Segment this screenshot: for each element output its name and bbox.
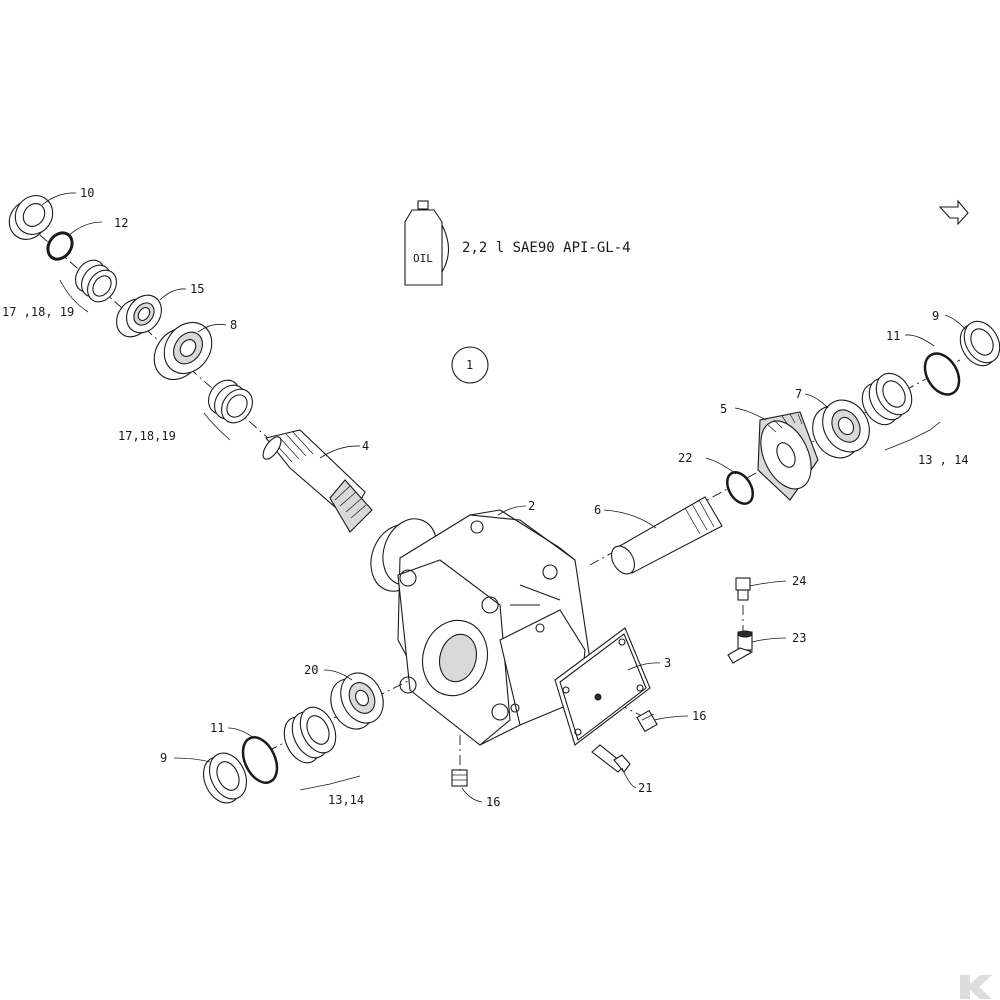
group-marker-label: 1 [466,358,473,372]
bolt-part-21 [591,744,631,773]
bearing-part-7 [812,399,870,459]
snap-ring-part-12 [46,231,74,261]
cover-plate-part-3 [554,627,651,746]
shim-set-part-13-right [861,372,913,426]
callout-11-right: 11 [886,329,900,343]
callout-17-18-19-top: 17 ,18, 19 [2,305,74,319]
oil-can-label: OIL [413,252,433,265]
callout-16-right: 16 [692,709,706,723]
callout-2: 2 [528,499,535,513]
callout-17-18-19-mid: 17,18,19 [118,429,176,443]
callout-6: 6 [594,503,601,517]
output-shaft-part-6 [610,496,723,575]
callout-20: 20 [304,663,318,677]
seal-ring-part-10 [8,195,54,240]
k-logo-icon [960,975,992,999]
shim-set-part-13-left [283,706,337,764]
bevel-gear-part-5 [757,411,819,501]
snap-ring-part-11-left [241,736,279,784]
callout-13-14-left: 13,14 [328,793,364,807]
bearing-part-8 [153,321,213,381]
plug-part-16-bottom [451,769,468,787]
callout-8: 8 [230,318,237,332]
callout-7: 7 [795,387,802,401]
bearing-part-15 [116,294,162,338]
gearbox-housing-part-2 [370,509,591,746]
callout-15: 15 [190,282,204,296]
shim-set-part-17b [208,379,253,424]
seal-ring-part-9-right [959,320,1000,367]
callout-13-14-right: 13 , 14 [918,453,969,467]
callout-12: 12 [114,216,128,230]
callout-11-left: 11 [210,721,224,735]
callout-labels: 10 12 17 ,18, 19 15 8 17,18,19 4 2 9 11 … [2,186,969,809]
oil-can-icon [404,200,450,286]
bearing-part-20 [330,672,384,730]
elbow-fitting-part-23 [727,630,754,664]
callout-16-bottom: 16 [486,795,500,809]
callout-10: 10 [80,186,94,200]
callout-5: 5 [720,402,727,416]
callout-24: 24 [792,574,806,588]
callout-4: 4 [362,439,369,453]
oil-spec-text: 2,2 l SAE90 API-GL-4 [462,240,631,256]
plug-part-16-right [636,709,658,733]
group-marker [451,346,489,384]
snap-ring-part-11-right [923,352,961,396]
snap-ring-part-22 [725,471,755,505]
pinion-shaft-part-4 [262,429,373,533]
callout-3: 3 [664,656,671,670]
callout-23: 23 [792,631,806,645]
callout-9-left: 9 [160,751,167,765]
callout-21: 21 [638,781,652,795]
callout-9-right: 9 [932,309,939,323]
shim-set-part-17 [75,259,117,303]
breather-part-24 [735,577,751,601]
callout-22: 22 [678,451,692,465]
leader-lines [41,192,967,803]
next-page-arrow-icon[interactable] [938,199,969,226]
seal-ring-part-9-left [203,752,247,804]
